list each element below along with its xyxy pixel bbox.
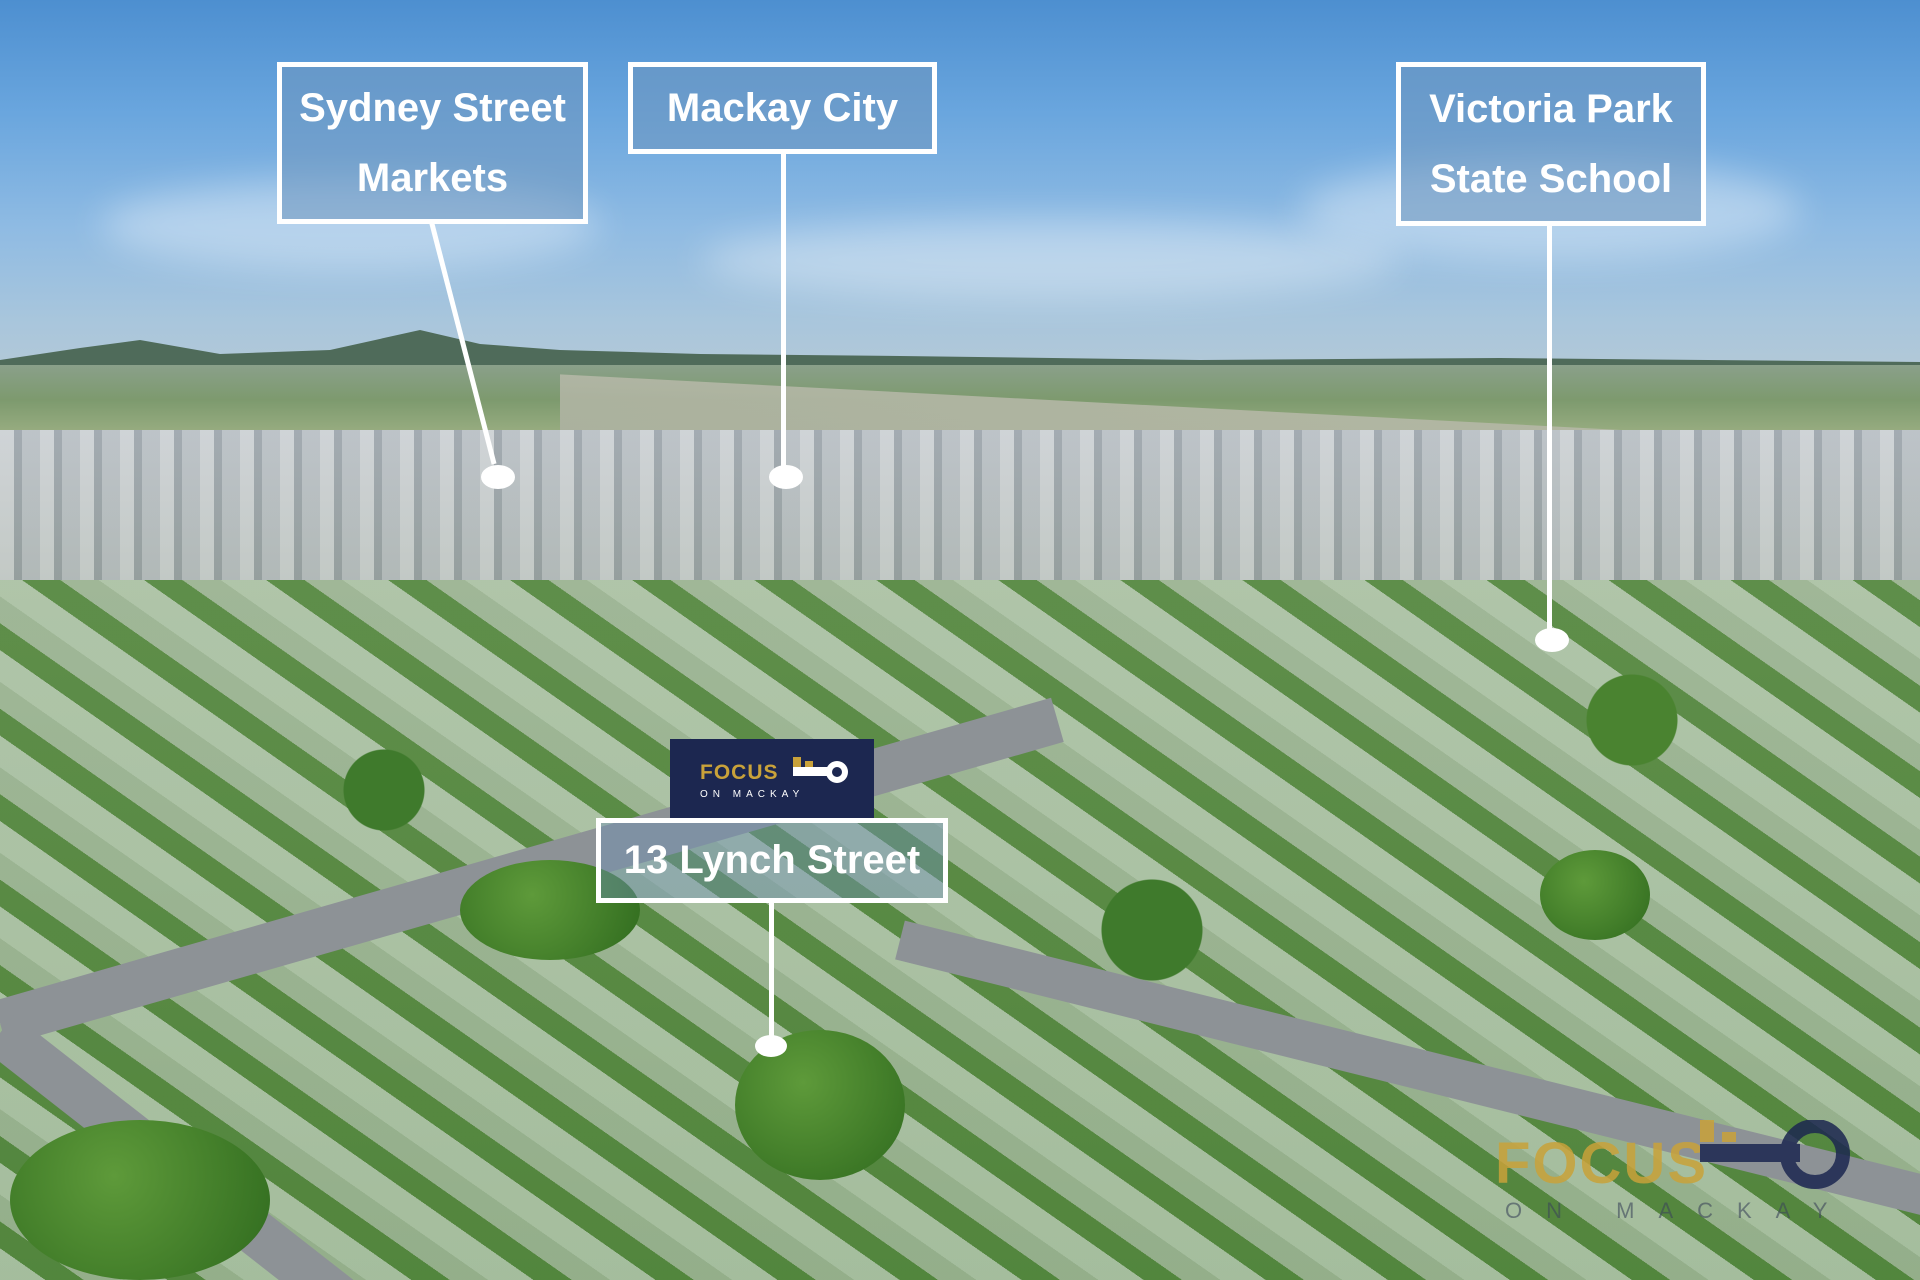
focus-on-mackay-logo: FOCUS ON MACKAY — [670, 739, 874, 818]
watermark-word: FOCUS — [1495, 1131, 1708, 1196]
logo-subtitle: ON MACKAY — [700, 789, 805, 800]
watermark-logo: FOCUS ON MACKAY — [1495, 1120, 1855, 1230]
annotation-line: State School — [1429, 157, 1673, 201]
location-marker — [1535, 628, 1569, 652]
annotation-line: Mackay City — [666, 86, 899, 130]
leader-line — [769, 903, 774, 1043]
annotation-line: Sydney Street — [299, 86, 566, 130]
property-marker — [755, 1035, 787, 1057]
location-marker — [481, 465, 515, 489]
tree — [460, 860, 640, 960]
watermark-subtitle: ON MACKAY — [1505, 1198, 1852, 1223]
annotation-line: Victoria Park — [1429, 87, 1673, 131]
location-marker — [769, 465, 803, 489]
leader-line — [781, 152, 786, 470]
key-icon — [1700, 1120, 1850, 1189]
logo-word: FOCUS — [700, 761, 779, 784]
annotation-mackay-city: Mackay City — [628, 62, 937, 154]
property-address-label: 13 Lynch Street — [596, 818, 948, 903]
annotation-sydney-street-markets: Sydney Street Markets — [277, 62, 588, 224]
annotation-line: Markets — [356, 156, 509, 200]
leader-line — [1547, 224, 1552, 629]
tree — [1540, 850, 1650, 940]
key-icon — [793, 757, 848, 783]
tree — [10, 1120, 270, 1280]
cloud — [700, 220, 1400, 300]
annotation-victoria-park-state-school: Victoria Park State School — [1396, 62, 1706, 226]
